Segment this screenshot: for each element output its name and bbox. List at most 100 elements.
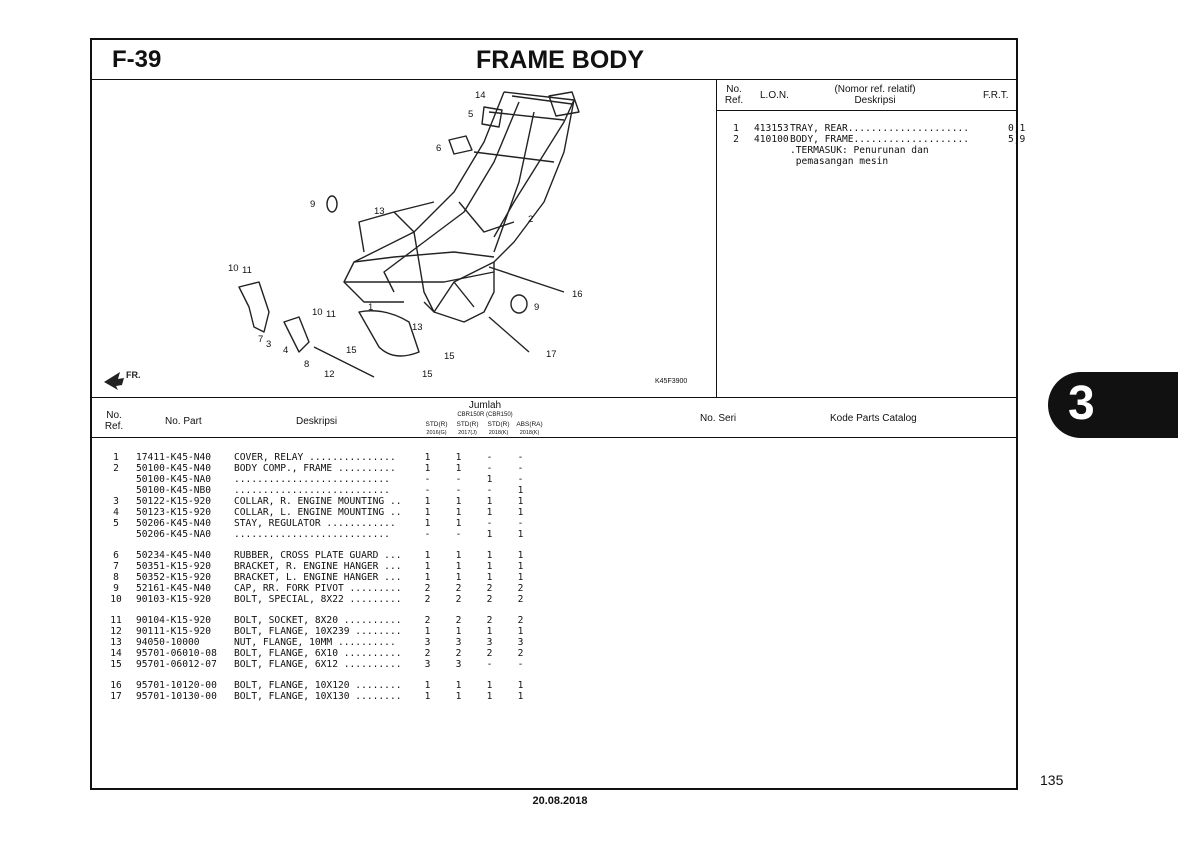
quantity-cell: -: [517, 452, 524, 463]
page-number: 135: [1040, 772, 1064, 788]
callout-number: 4: [283, 345, 289, 356]
callout-number: 15: [422, 369, 433, 380]
rt-cell-ref: 1: [733, 123, 739, 134]
quantity-cell: 3: [517, 637, 524, 648]
part-number-cell: 95701-06010-08: [136, 648, 217, 659]
rt-cell-desc: pemasangan mesin: [790, 156, 889, 167]
section-code: F-39: [112, 46, 162, 73]
quantity-cell: 1: [455, 680, 462, 691]
pt-header-no: No.Ref.: [104, 410, 124, 432]
ref-cell: 4: [113, 507, 119, 518]
rt-cell-lon: [754, 156, 790, 167]
ref-cell: 16: [110, 680, 122, 691]
rt-cell-frt: 0,1: [1008, 123, 1026, 134]
description-cell: COVER, RELAY ...............: [234, 452, 396, 463]
quantity-cell: 1: [455, 452, 462, 463]
quantity-cell: -: [455, 474, 462, 485]
quantity-cell: -: [486, 659, 493, 670]
description-cell: NUT, FLANGE, 10MM ..........: [234, 637, 396, 648]
quantity-cell: 1: [486, 572, 493, 583]
callout-number: 13: [374, 206, 385, 217]
quantity-cell: 2: [424, 583, 431, 594]
pt-year: 2018(K): [519, 430, 540, 436]
rt-header-no: No.Ref.: [724, 84, 744, 106]
callout-number: 16: [572, 289, 583, 300]
description-cell: BOLT, FLANGE, 6X10 ..........: [234, 648, 402, 659]
quantity-cell: 1: [486, 561, 493, 572]
rt-cell-lon: 410100: [754, 134, 789, 145]
quantity-cell: -: [455, 485, 462, 496]
rt-cell-lon: 413153: [754, 123, 789, 134]
rt-cell-frt: [1008, 145, 1038, 156]
callout-number: 5: [468, 109, 474, 120]
quantity-cell: 3: [424, 659, 431, 670]
quantity-cell: 2: [455, 648, 462, 659]
quantity-cell: 1: [517, 680, 524, 691]
page-frame: [90, 38, 1018, 790]
quantity-cell: 1: [486, 507, 493, 518]
chapter-tab-number: 3: [1068, 377, 1095, 430]
part-number-cell: 50100-K45-NB0: [136, 485, 212, 496]
quantity-cell: 1: [424, 518, 431, 529]
parts-table-body: 1 17411-K45-N40 COVER, RELAY .............…: [96, 452, 536, 702]
description-cell: BODY COMP., FRAME ..........: [234, 463, 396, 474]
description-cell: COLLAR, L. ENGINE MOUNTING ..: [234, 507, 402, 518]
quantity-cell: 1: [517, 626, 524, 637]
part-number-cell: 17411-K45-N40: [136, 452, 212, 463]
pt-year: 2016(G): [426, 430, 447, 436]
quantity-cell: 1: [424, 496, 431, 507]
quantity-cell: 1: [424, 691, 431, 702]
quantity-cell: -: [486, 485, 493, 496]
pt-year: 2018(K): [488, 430, 509, 436]
quantity-cell: -: [517, 474, 524, 485]
quantity-cell: -: [517, 463, 524, 474]
callout-number: 7: [258, 334, 264, 345]
ref-cell: 10: [110, 594, 122, 605]
rt-cell-ref: 2: [733, 134, 739, 145]
rt-cell-ref: [718, 145, 754, 156]
callout-number: 9: [310, 199, 316, 210]
part-number-cell: 50206-K45-N40: [136, 518, 212, 529]
quantity-cell: -: [424, 485, 431, 496]
table-row: 50100-K45-NA0...........................…: [96, 474, 536, 485]
quantity-cell: 2: [517, 583, 524, 594]
pt-variant: STD(R): [456, 421, 479, 428]
callout-number: 2: [528, 214, 534, 225]
quantity-cell: 2: [486, 648, 493, 659]
part-number-cell: 50352-K15-920: [136, 572, 212, 583]
quantity-cell: 2: [486, 583, 493, 594]
quantity-cell: 1: [455, 463, 462, 474]
pt-header-kode: Kode Parts Catalog: [830, 413, 917, 424]
part-number-cell: 50234-K45-N40: [136, 550, 212, 561]
quantity-cell: 1: [486, 691, 493, 702]
quantity-cell: -: [517, 659, 524, 670]
quantity-cell: 2: [486, 594, 493, 605]
description-cell: BOLT, FLANGE, 10X130 ........: [234, 691, 402, 702]
ref-cell: 11: [110, 615, 122, 626]
description-cell: ...........................: [234, 529, 390, 540]
description-cell: BOLT, FLANGE, 6X12 ..........: [234, 659, 402, 670]
part-number-cell: 90103-K15-920: [136, 594, 212, 605]
description-cell: BRACKET, R. ENGINE HANGER ...: [234, 561, 402, 572]
svg-text:FR.: FR.: [126, 370, 141, 380]
part-number-cell: 50100-K45-NA0: [136, 474, 212, 485]
quantity-cell: 2: [424, 594, 431, 605]
quantity-cell: 3: [455, 637, 462, 648]
part-number-cell: 95701-10130-00: [136, 691, 217, 702]
diagram-divider: [716, 80, 717, 398]
ref-cell: [96, 485, 136, 496]
quantity-cell: 2: [424, 615, 431, 626]
description-cell: RUBBER, CROSS PLATE GUARD ...: [234, 550, 402, 561]
quantity-cell: 2: [517, 615, 524, 626]
quantity-cell: 1: [486, 474, 493, 485]
rt-cell-lon: [754, 145, 790, 156]
quantity-cell: 2: [517, 648, 524, 659]
